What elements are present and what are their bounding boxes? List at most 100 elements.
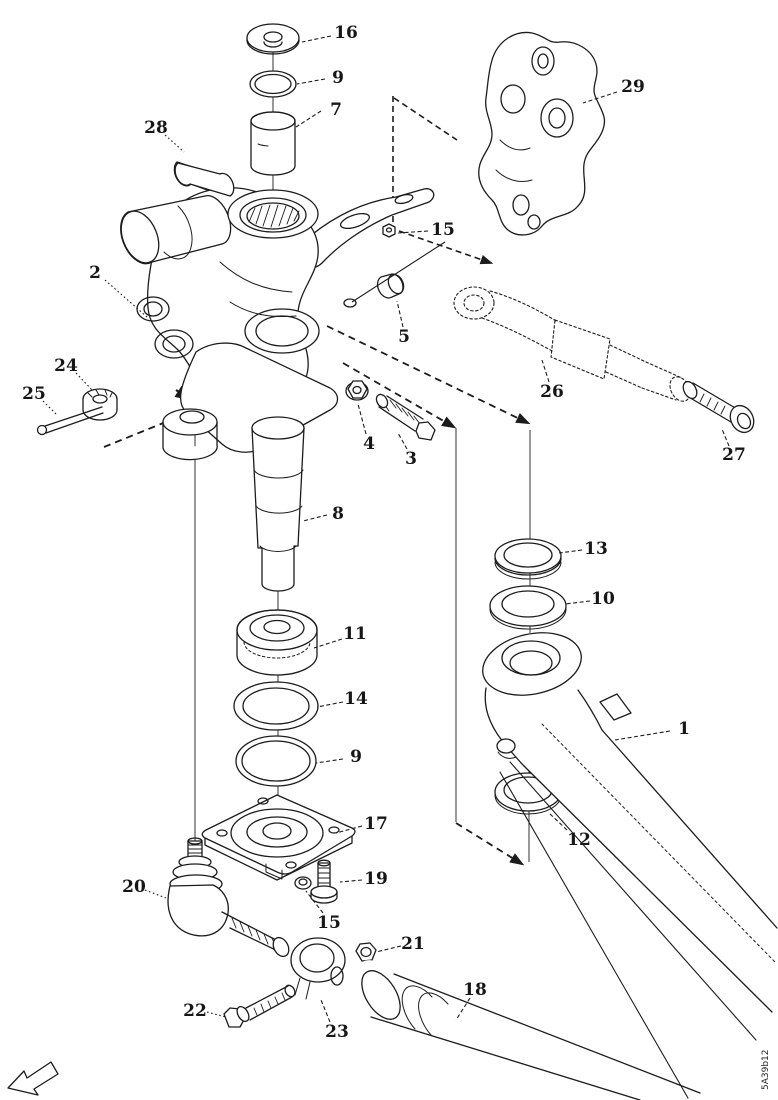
- callout-27: 27: [722, 445, 746, 465]
- leader-line-17: [335, 825, 363, 834]
- callout-4: 4: [363, 434, 375, 454]
- cover-plate-17: [201, 794, 356, 881]
- seal-ring-13: [494, 538, 562, 580]
- callout-9: 9: [332, 68, 344, 88]
- axis-dashed-spindle-1: [326, 325, 531, 425]
- leader-line-3: [397, 432, 408, 450]
- figure-code: 5A39b12: [761, 1050, 771, 1091]
- leader-line-21: [375, 945, 402, 953]
- callout-23: 23: [325, 1022, 349, 1042]
- leader-line-9: [296, 78, 326, 85]
- leader-line-11: [313, 638, 343, 649]
- callout-8: 8: [332, 504, 344, 524]
- leader-line-22: [206, 1011, 227, 1018]
- leader-line-20: [144, 889, 167, 899]
- clamp-23: [290, 937, 346, 1000]
- bolt-19: [310, 859, 338, 904]
- callout-17: 17: [364, 814, 388, 834]
- callout-26: 26: [540, 382, 564, 402]
- plug-15-upper: [382, 223, 396, 238]
- callout-10: 10: [591, 589, 615, 609]
- seal-washer-10: [489, 585, 567, 630]
- cotter-pin-25: [36, 406, 104, 436]
- o-ring-9-top: [249, 70, 297, 98]
- o-ring-9-lower: [235, 735, 317, 787]
- leader-line-13: [558, 549, 583, 554]
- bearing-11: [236, 609, 318, 676]
- axis-dashed-draglink: [398, 230, 494, 265]
- bolt-3: [375, 393, 436, 441]
- leader-line-14: [316, 701, 344, 708]
- callout-2: 2: [89, 263, 101, 283]
- callout-16: 16: [334, 23, 358, 43]
- callout-5: 5: [398, 327, 410, 347]
- knuckle-side-hole-2: [154, 329, 194, 359]
- knuckle-top-bore: [227, 189, 319, 239]
- callout-13: 13: [584, 539, 608, 559]
- callout-25: 25: [22, 384, 46, 404]
- leader-line-2: [104, 279, 148, 318]
- tie-rod-end-20: [167, 837, 290, 958]
- knuckle-left-lug: [162, 421, 218, 461]
- leader-line-15: [305, 890, 324, 914]
- tie-rod-tube-18: [354, 960, 701, 1100]
- leader-line-16: [301, 35, 332, 43]
- bushing-7: [250, 111, 296, 176]
- extra-leader-0: [351, 241, 446, 303]
- axis-dashed-bracket: [393, 97, 458, 141]
- callout-3: 3: [405, 449, 417, 469]
- castle-nut-24: [82, 388, 118, 421]
- callout-15: 15: [431, 220, 455, 240]
- callout-18: 18: [463, 980, 487, 1000]
- assembly-axes: [103, 52, 531, 866]
- callout-15: 15: [317, 913, 341, 933]
- leader-line-5: [396, 300, 404, 328]
- callout-9: 9: [350, 747, 362, 767]
- leader-line-28: [164, 134, 185, 153]
- leader-line-24: [75, 372, 93, 391]
- callout-24: 24: [54, 356, 78, 376]
- leader-line-19: [339, 879, 363, 883]
- leader-line-26: [541, 359, 550, 383]
- kingpin-8: [251, 416, 305, 592]
- callout-20: 20: [122, 877, 146, 897]
- callout-7: 7: [330, 100, 342, 120]
- callout-19: 19: [364, 869, 388, 889]
- knuckle-arm: [301, 188, 435, 269]
- leader-line-9: [315, 758, 344, 764]
- arm-plug-hole: [343, 298, 357, 308]
- spindle-arm-1: [482, 631, 778, 1099]
- callout-14: 14: [344, 689, 368, 709]
- leader-line-27: [721, 428, 730, 447]
- cap-washer-16: [246, 23, 300, 55]
- nut-4: [347, 380, 368, 399]
- axis-dashed-spindle-2: [342, 362, 457, 429]
- drag-link-26: [453, 286, 691, 402]
- callout-28: 28: [144, 118, 168, 138]
- axis-dashed-seal12: [455, 822, 525, 866]
- leader-line-10: [564, 600, 591, 605]
- leader-line-7: [295, 110, 322, 128]
- callout-11: 11: [343, 624, 367, 644]
- knuckle-side-hole-1: [136, 296, 170, 322]
- callout-1: 1: [678, 719, 690, 739]
- callout-22: 22: [183, 1001, 207, 1021]
- callout-12: 12: [567, 830, 591, 850]
- knuckle-tube-small: [174, 162, 235, 197]
- leader-line-23: [320, 999, 331, 1023]
- leader-line-1: [614, 730, 671, 741]
- bolt-27: [682, 380, 755, 434]
- leader-line-29: [582, 91, 618, 104]
- leader-line-25: [42, 400, 57, 415]
- retainer-ring-14: [233, 681, 319, 731]
- leader-line-4: [357, 403, 367, 435]
- callout-29: 29: [621, 77, 645, 97]
- leader-line-8: [302, 514, 328, 522]
- orientation-arrow: [7, 1061, 59, 1096]
- bracket-casting-29: [478, 31, 606, 236]
- callout-layer: 16 9 7 28 29 2 15 5 4 3 26 27 8 11 14 9 17 19 15 13 10 1 12 18 2…: [22, 23, 746, 1042]
- leader-line-18: [455, 997, 471, 1021]
- leader-line-15: [397, 230, 429, 234]
